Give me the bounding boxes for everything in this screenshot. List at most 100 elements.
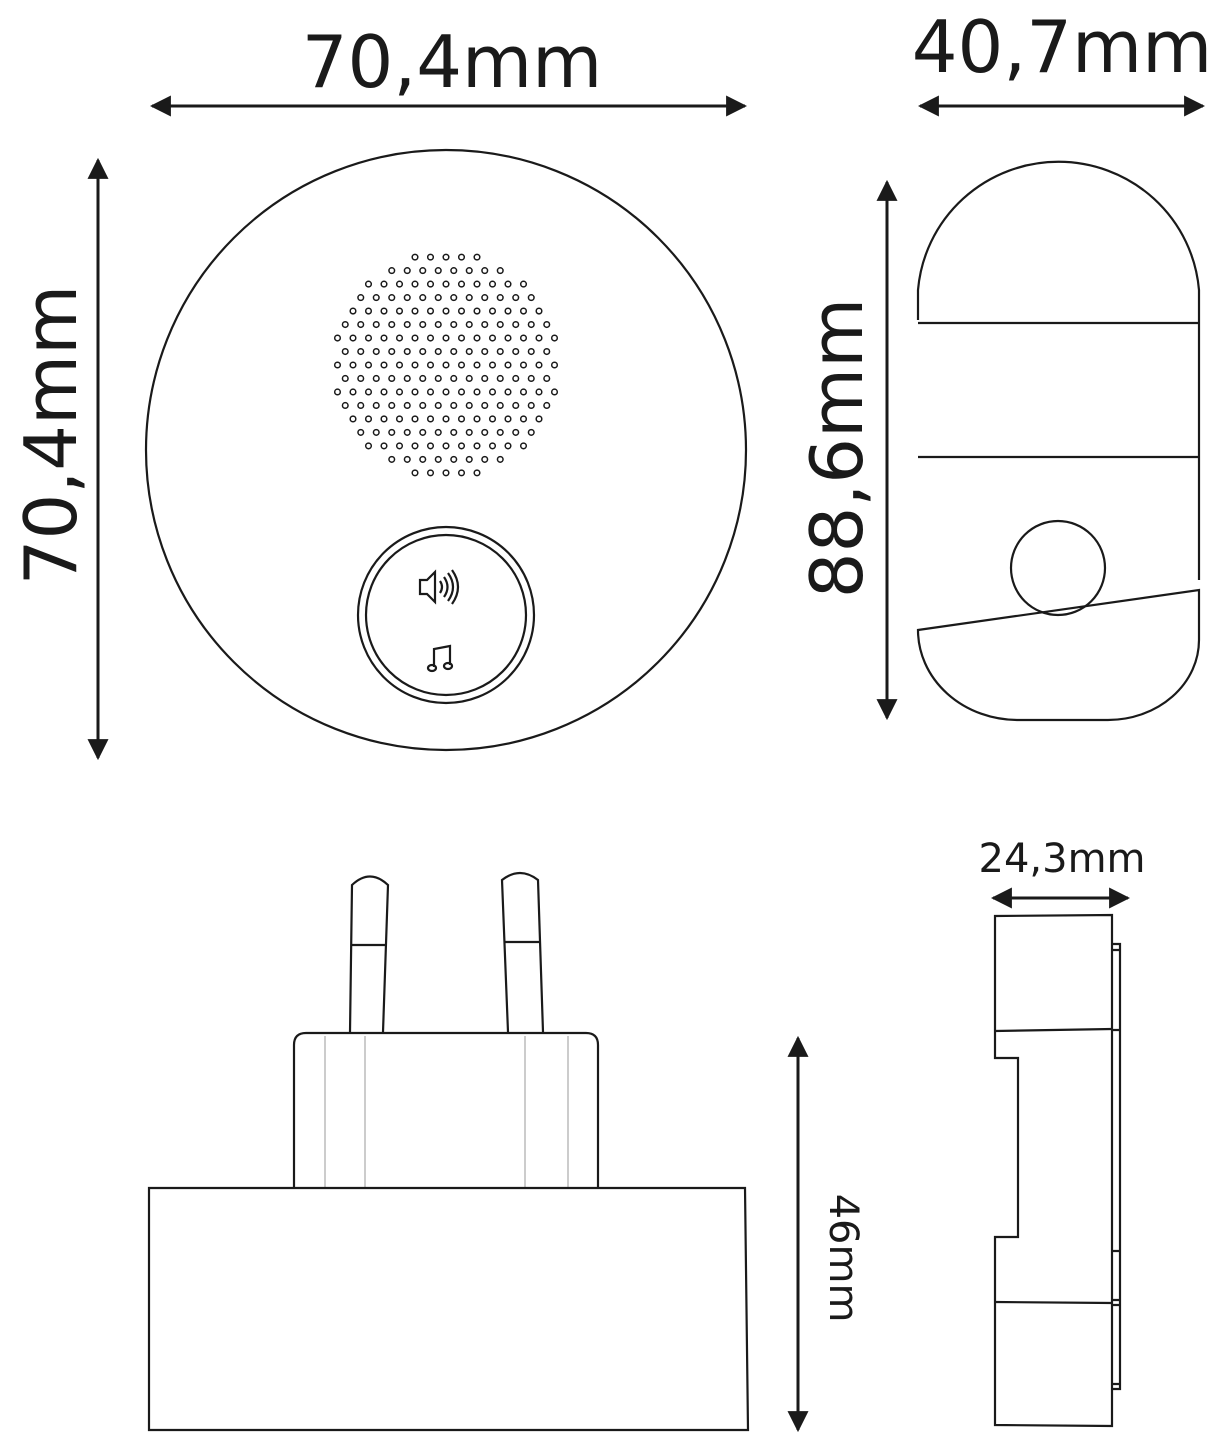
grille-hole [411, 415, 419, 423]
grille-hole [333, 361, 342, 369]
grille-hole [481, 320, 489, 329]
grille-hole [450, 428, 458, 436]
grille-hole [450, 401, 458, 410]
grille-hole [434, 267, 442, 275]
grille-hole [434, 374, 442, 383]
grille-hole [527, 347, 535, 356]
grille-hole [364, 307, 373, 315]
grille-hole [442, 253, 450, 261]
grille-hole [426, 307, 435, 315]
grille-hole [450, 267, 458, 275]
button-outer-ring [356, 525, 536, 705]
grille-hole [426, 442, 435, 450]
grille-hole [349, 361, 357, 369]
grille-hole [496, 347, 504, 356]
grille-hole [465, 294, 473, 302]
grille-hole [364, 415, 373, 423]
grille-hole [380, 361, 388, 369]
grille-hole [434, 401, 442, 410]
grille-hole [519, 361, 528, 369]
grille-hole [543, 401, 551, 410]
grille-hole [442, 280, 450, 288]
profile-body [993, 913, 1114, 1428]
grille-hole [457, 334, 466, 342]
grille-hole [465, 401, 473, 410]
grille-hole [496, 374, 504, 383]
grille-hole [465, 267, 473, 275]
grille-hole [481, 401, 489, 410]
seam-line [994, 1300, 1113, 1305]
grille-hole [496, 455, 504, 463]
grille-hole [372, 428, 380, 436]
grille-hole [403, 347, 411, 356]
grille-hole [457, 442, 466, 450]
grille-hole [372, 374, 380, 383]
front-view: 70,4mm 70,4mm [9, 20, 748, 761]
plug-housing [292, 1031, 600, 1188]
grille-hole [550, 334, 559, 342]
grille-hole [442, 469, 450, 477]
grille-hole [496, 428, 504, 436]
grille-hole [395, 307, 404, 315]
grille-hole [473, 469, 481, 477]
grille-hole [473, 415, 481, 423]
profile-view: 24,3mm [979, 836, 1146, 1428]
grille-hole [372, 294, 380, 302]
grille-hole [434, 294, 442, 302]
grille-hole [457, 415, 466, 423]
grille-hole [450, 374, 458, 383]
grille-hole [450, 455, 458, 463]
grille-hole [550, 361, 559, 369]
grille-hole [349, 415, 357, 423]
grille-hole [457, 469, 466, 477]
grille-hole [481, 455, 489, 463]
grille-hole [512, 320, 520, 329]
grille-hole [357, 428, 365, 436]
grille-hole [527, 428, 535, 436]
grille-hole [426, 280, 435, 288]
speaker-grille [333, 253, 559, 477]
grille-hole [488, 334, 497, 342]
grille-hole [411, 388, 419, 396]
grille-hole [535, 415, 543, 423]
grille-hole [512, 374, 520, 383]
doorbell-body-outline [144, 148, 748, 752]
grille-hole [372, 320, 380, 329]
grille-hole [403, 320, 411, 329]
grille-hole [519, 415, 528, 423]
plug-view: 46mm [147, 871, 866, 1433]
grille-hole [473, 361, 481, 369]
seam-line [994, 1027, 1113, 1033]
grille-hole [442, 307, 450, 315]
grille-hole [488, 307, 497, 315]
side-height-label: 88,6mm [795, 298, 879, 599]
grille-hole [419, 267, 427, 275]
grille-hole [419, 455, 427, 463]
grille-hole [450, 347, 458, 356]
side-view: 40,7mm 88,6mm [795, 5, 1212, 722]
grille-hole [380, 280, 388, 288]
profile-width-label: 24,3mm [979, 836, 1146, 882]
grille-hole [380, 415, 388, 423]
grille-hole [372, 347, 380, 356]
grille-hole [481, 347, 489, 356]
grille-hole [543, 347, 551, 356]
profile-rail [1112, 942, 1122, 1391]
side-button [1009, 519, 1107, 617]
grille-hole [426, 334, 435, 342]
grille-hole [411, 361, 419, 369]
grille-hole [372, 401, 380, 410]
grille-hole [457, 361, 466, 369]
grille-hole [442, 361, 450, 369]
grille-hole [473, 442, 481, 450]
grille-hole [527, 374, 535, 383]
grille-hole [519, 442, 528, 450]
grille-hole [388, 294, 396, 302]
grille-hole [357, 320, 365, 329]
grille-hole [364, 334, 373, 342]
grille-hole [403, 267, 411, 275]
grille-hole [496, 320, 504, 329]
grille-hole [527, 320, 535, 329]
plug-base [147, 1186, 750, 1432]
